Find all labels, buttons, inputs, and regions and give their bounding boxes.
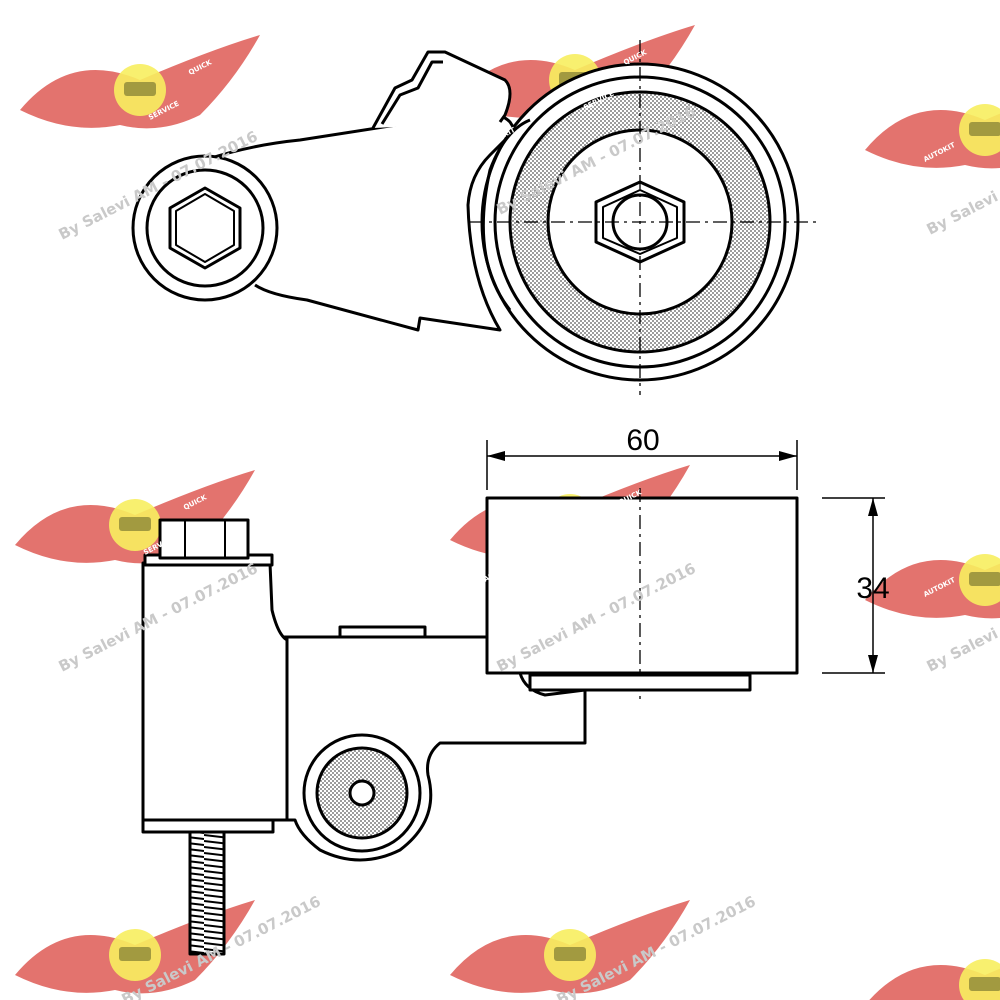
tensioner-arm — [204, 110, 517, 332]
bolt-head — [158, 518, 250, 560]
pivot-eye-inner — [145, 168, 265, 288]
threaded-stud — [188, 830, 226, 956]
dimension-height-label: 34 — [856, 572, 889, 605]
watermark-logo — [20, 35, 260, 129]
watermark-logo — [865, 930, 1000, 1000]
arm-bracket-tab — [371, 50, 512, 129]
arm-bracket-inner — [380, 60, 443, 125]
pulley-side-arc — [481, 118, 531, 311]
arm-top-block — [338, 625, 427, 639]
dimension-width — [486, 440, 798, 490]
pivot-bolt-hex — [168, 186, 242, 270]
base-bottom-washer — [141, 818, 275, 834]
pivot-bolt-hex-inner — [175, 193, 235, 263]
top-view — [131, 40, 820, 395]
dimension-height — [822, 497, 885, 674]
idler-bush-hole — [348, 779, 376, 807]
dimension-width-label: 60 — [626, 424, 659, 457]
pulley-washer — [528, 673, 752, 692]
watermark-brand: AUTOKIT — [47, 131, 81, 154]
pulley-side-body — [485, 496, 799, 675]
base-housing — [141, 561, 289, 822]
watermark-brand: AUTOKIT — [47, 566, 81, 589]
pulley-bolt-hex-inner — [602, 189, 678, 255]
side-view — [141, 488, 799, 956]
